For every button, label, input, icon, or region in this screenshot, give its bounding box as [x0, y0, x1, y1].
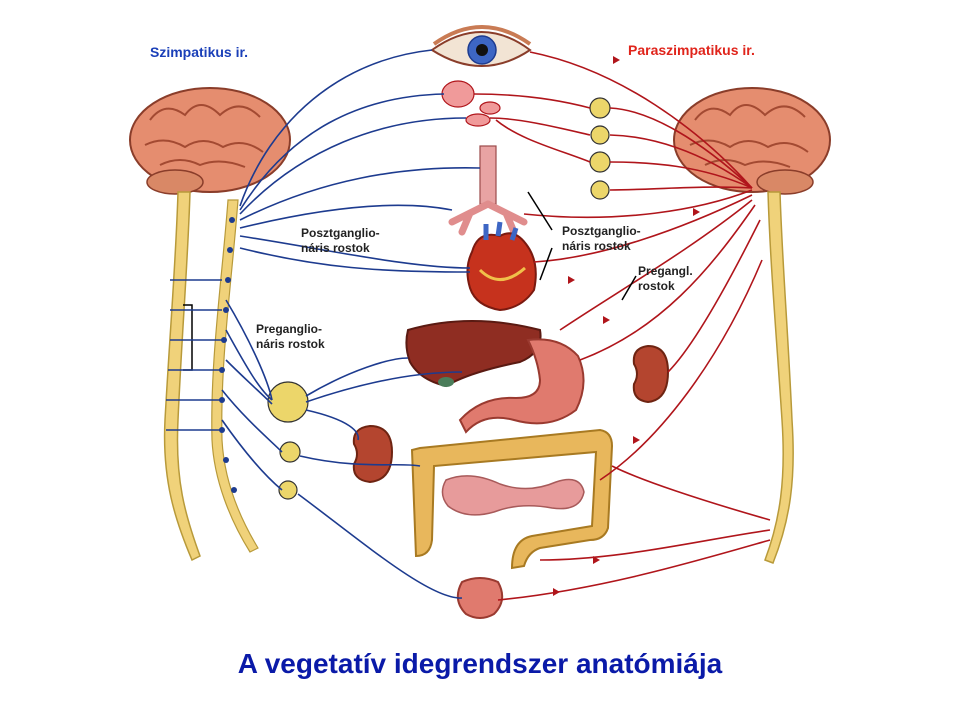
sympathetic-fibers: [166, 49, 481, 599]
left-brain-icon: [129, 87, 291, 195]
label-preganglionic-left: Preganglio- náris rostok: [256, 322, 325, 352]
label-line: náris rostok: [256, 337, 325, 351]
right-kidney-icon: [632, 344, 670, 404]
sympathetic-title: Szimpatikus ir.: [150, 44, 249, 60]
label-postganglionic-left: Posztganglio- náris rostok: [301, 226, 380, 256]
left-kidney-icon: [352, 424, 394, 484]
label-line: náris rostok: [301, 241, 370, 255]
eye-icon: [430, 25, 532, 67]
label-line: náris rostok: [562, 239, 631, 253]
label-postganglionic-right: Posztganglio- náris rostok: [562, 224, 641, 254]
label-line: Preganglio-: [256, 322, 323, 336]
liver-icon: [405, 320, 542, 388]
right-brain-icon: [673, 87, 831, 195]
label-preganglionic-right: Pregangl. rostok: [638, 264, 693, 294]
parasympathetic-fibers: [473, 51, 771, 601]
label-line: Posztganglio-: [301, 226, 380, 240]
stomach-icon: [458, 338, 585, 434]
label-line: Pregangl.: [638, 264, 693, 278]
left-spinal-cord-icon: [163, 191, 201, 562]
chain-nodes: [219, 217, 237, 493]
arrowheads: [553, 56, 700, 596]
right-spinal-cord-icon: [764, 191, 794, 564]
label-line: Posztganglio-: [562, 224, 641, 238]
sympathetic-chain-icon: [211, 199, 259, 553]
label-line: rostok: [638, 279, 675, 293]
heart-icon: [466, 221, 537, 312]
leader-lines: [527, 191, 637, 301]
main-title: A vegetatív idegrendszer anatómiája: [237, 648, 723, 679]
trachea-lungs-icon: [448, 145, 528, 236]
salivary-gland-icon: [441, 80, 501, 127]
intestine-icon: [410, 428, 614, 570]
parasympathetic-title: Paraszimpatikus ir.: [628, 42, 755, 58]
bladder-icon: [456, 577, 504, 619]
